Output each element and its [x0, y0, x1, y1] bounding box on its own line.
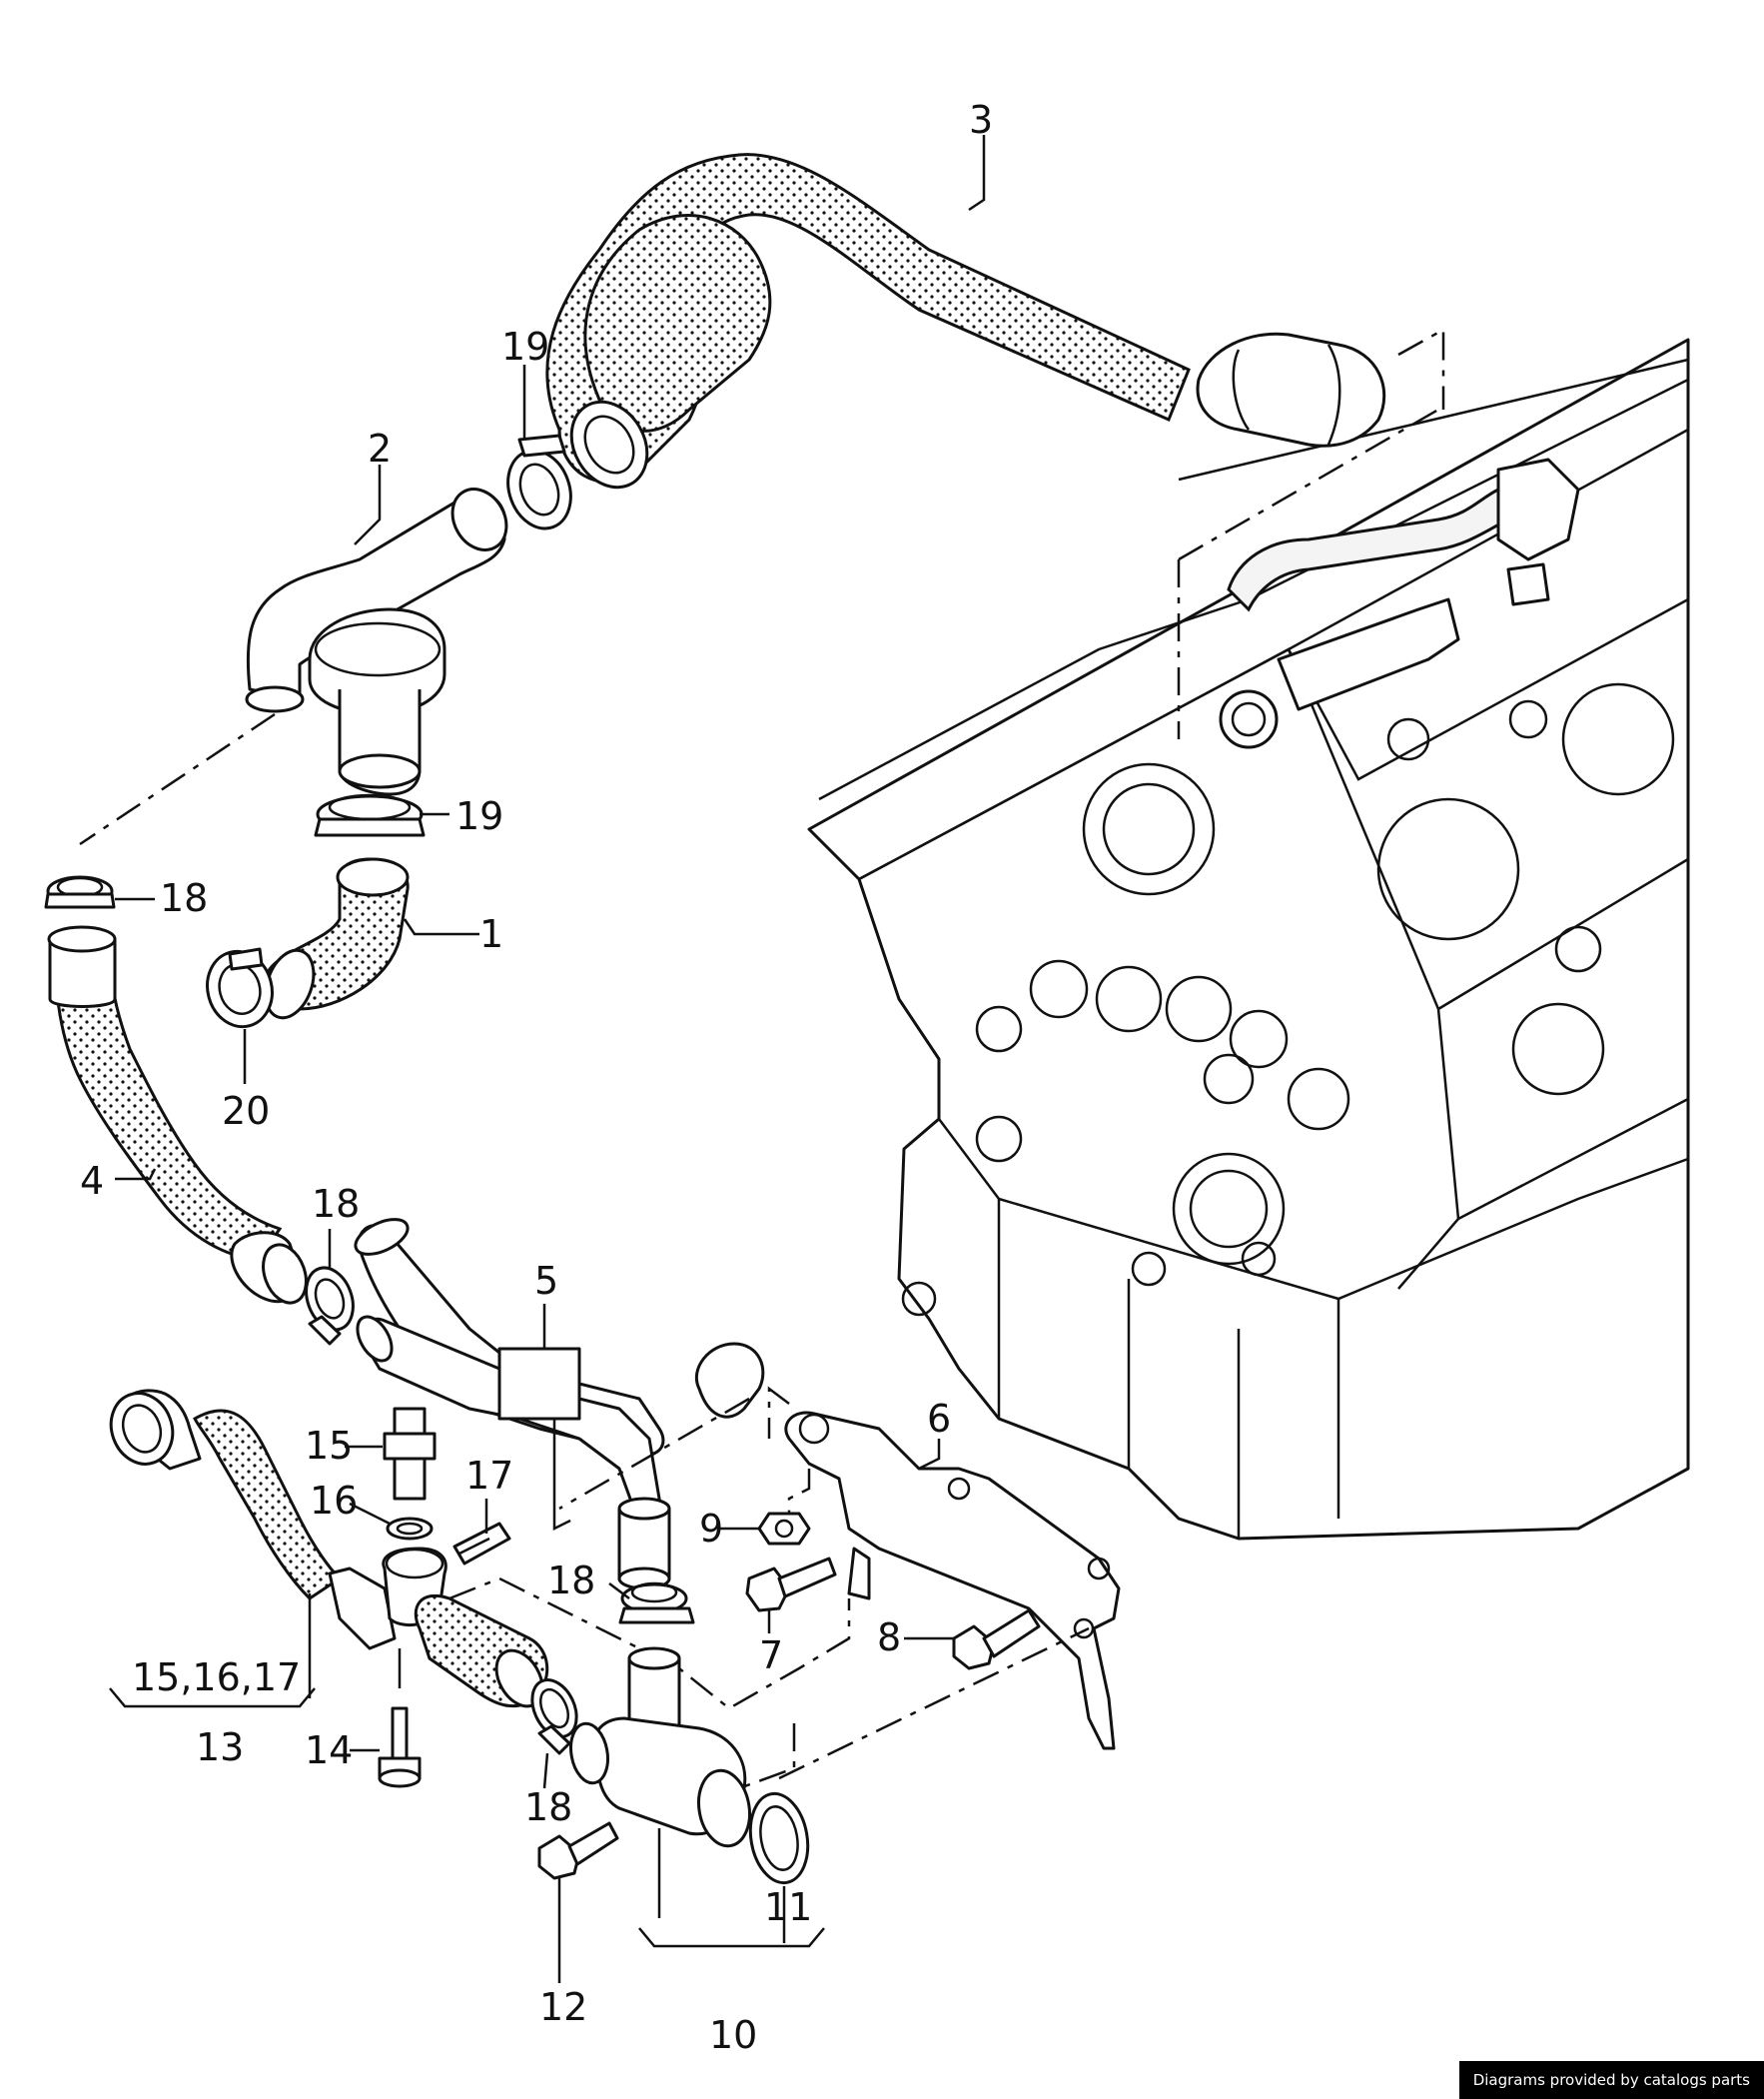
part-label-9: 9 [699, 1507, 723, 1551]
bolt-7 [745, 1557, 837, 1612]
part-label-18-mid: 18 [312, 1182, 360, 1226]
engine-block [807, 327, 1690, 1541]
seal-16 [386, 1517, 434, 1541]
part-label-13: 13 [196, 1725, 244, 1769]
hose-1 [264, 857, 410, 1020]
part-label-10: 10 [709, 2013, 757, 2057]
hose-13 [109, 1389, 851, 1710]
clamp-19-lower [314, 793, 426, 837]
part-number-labels: 3 19 2 19 18 1 20 4 18 5 6 15 16 17 9 18… [80, 98, 993, 2057]
bolt-14 [378, 1706, 422, 1788]
seal-11 [748, 1791, 810, 1885]
part-label-15: 15 [305, 1424, 353, 1468]
clamp-18-lower-right [618, 1581, 695, 1624]
part-label-18-upper: 18 [160, 876, 208, 920]
part-label-5: 5 [534, 1259, 558, 1303]
nut-9 [757, 1512, 811, 1546]
part-label-15-16-17: 15,16,17 [132, 1655, 301, 1699]
pipe-2 [245, 488, 508, 796]
part-label-11: 11 [764, 1885, 812, 1929]
clip-17 [452, 1522, 511, 1566]
part-label-6: 6 [927, 1397, 951, 1441]
alignment-lines [79, 712, 575, 1532]
part-label-1: 1 [479, 912, 503, 956]
part-label-18-lower: 18 [524, 1785, 572, 1829]
bolt-12 [537, 1821, 619, 1880]
hose-3 [545, 153, 1191, 490]
clamp-18-upper [44, 875, 116, 909]
clamp-18-mid [305, 1266, 355, 1346]
bolt-8 [952, 1608, 1041, 1670]
credit-badge: Diagrams provided by catalogs parts [1458, 2061, 1764, 2099]
clamp-20 [206, 947, 274, 1029]
hose-4 [47, 925, 308, 1305]
bracket-6 [558, 1386, 1121, 1750]
part-label-12: 12 [539, 1985, 587, 2029]
part-label-2: 2 [368, 427, 392, 471]
clamp-19-upper [506, 434, 572, 530]
part-label-14: 14 [305, 1728, 353, 1772]
part-label-16: 16 [310, 1479, 358, 1523]
part-label-7: 7 [759, 1633, 783, 1677]
part-label-18-lower-right: 18 [547, 1559, 595, 1602]
part-label-4: 4 [80, 1159, 104, 1203]
part-label-20: 20 [222, 1089, 270, 1133]
part-label-19-lower: 19 [455, 794, 503, 838]
connector-10 [569, 1626, 1090, 1918]
part-label-8: 8 [877, 1615, 901, 1659]
sensor-15 [383, 1407, 437, 1501]
part-label-17: 17 [465, 1454, 513, 1498]
part-label-19-upper: 19 [501, 325, 549, 369]
pipe-5 [354, 1218, 765, 1590]
leader-lines [109, 135, 986, 1983]
part-label-3: 3 [969, 98, 993, 142]
clamp-18-lower [530, 1678, 578, 1755]
